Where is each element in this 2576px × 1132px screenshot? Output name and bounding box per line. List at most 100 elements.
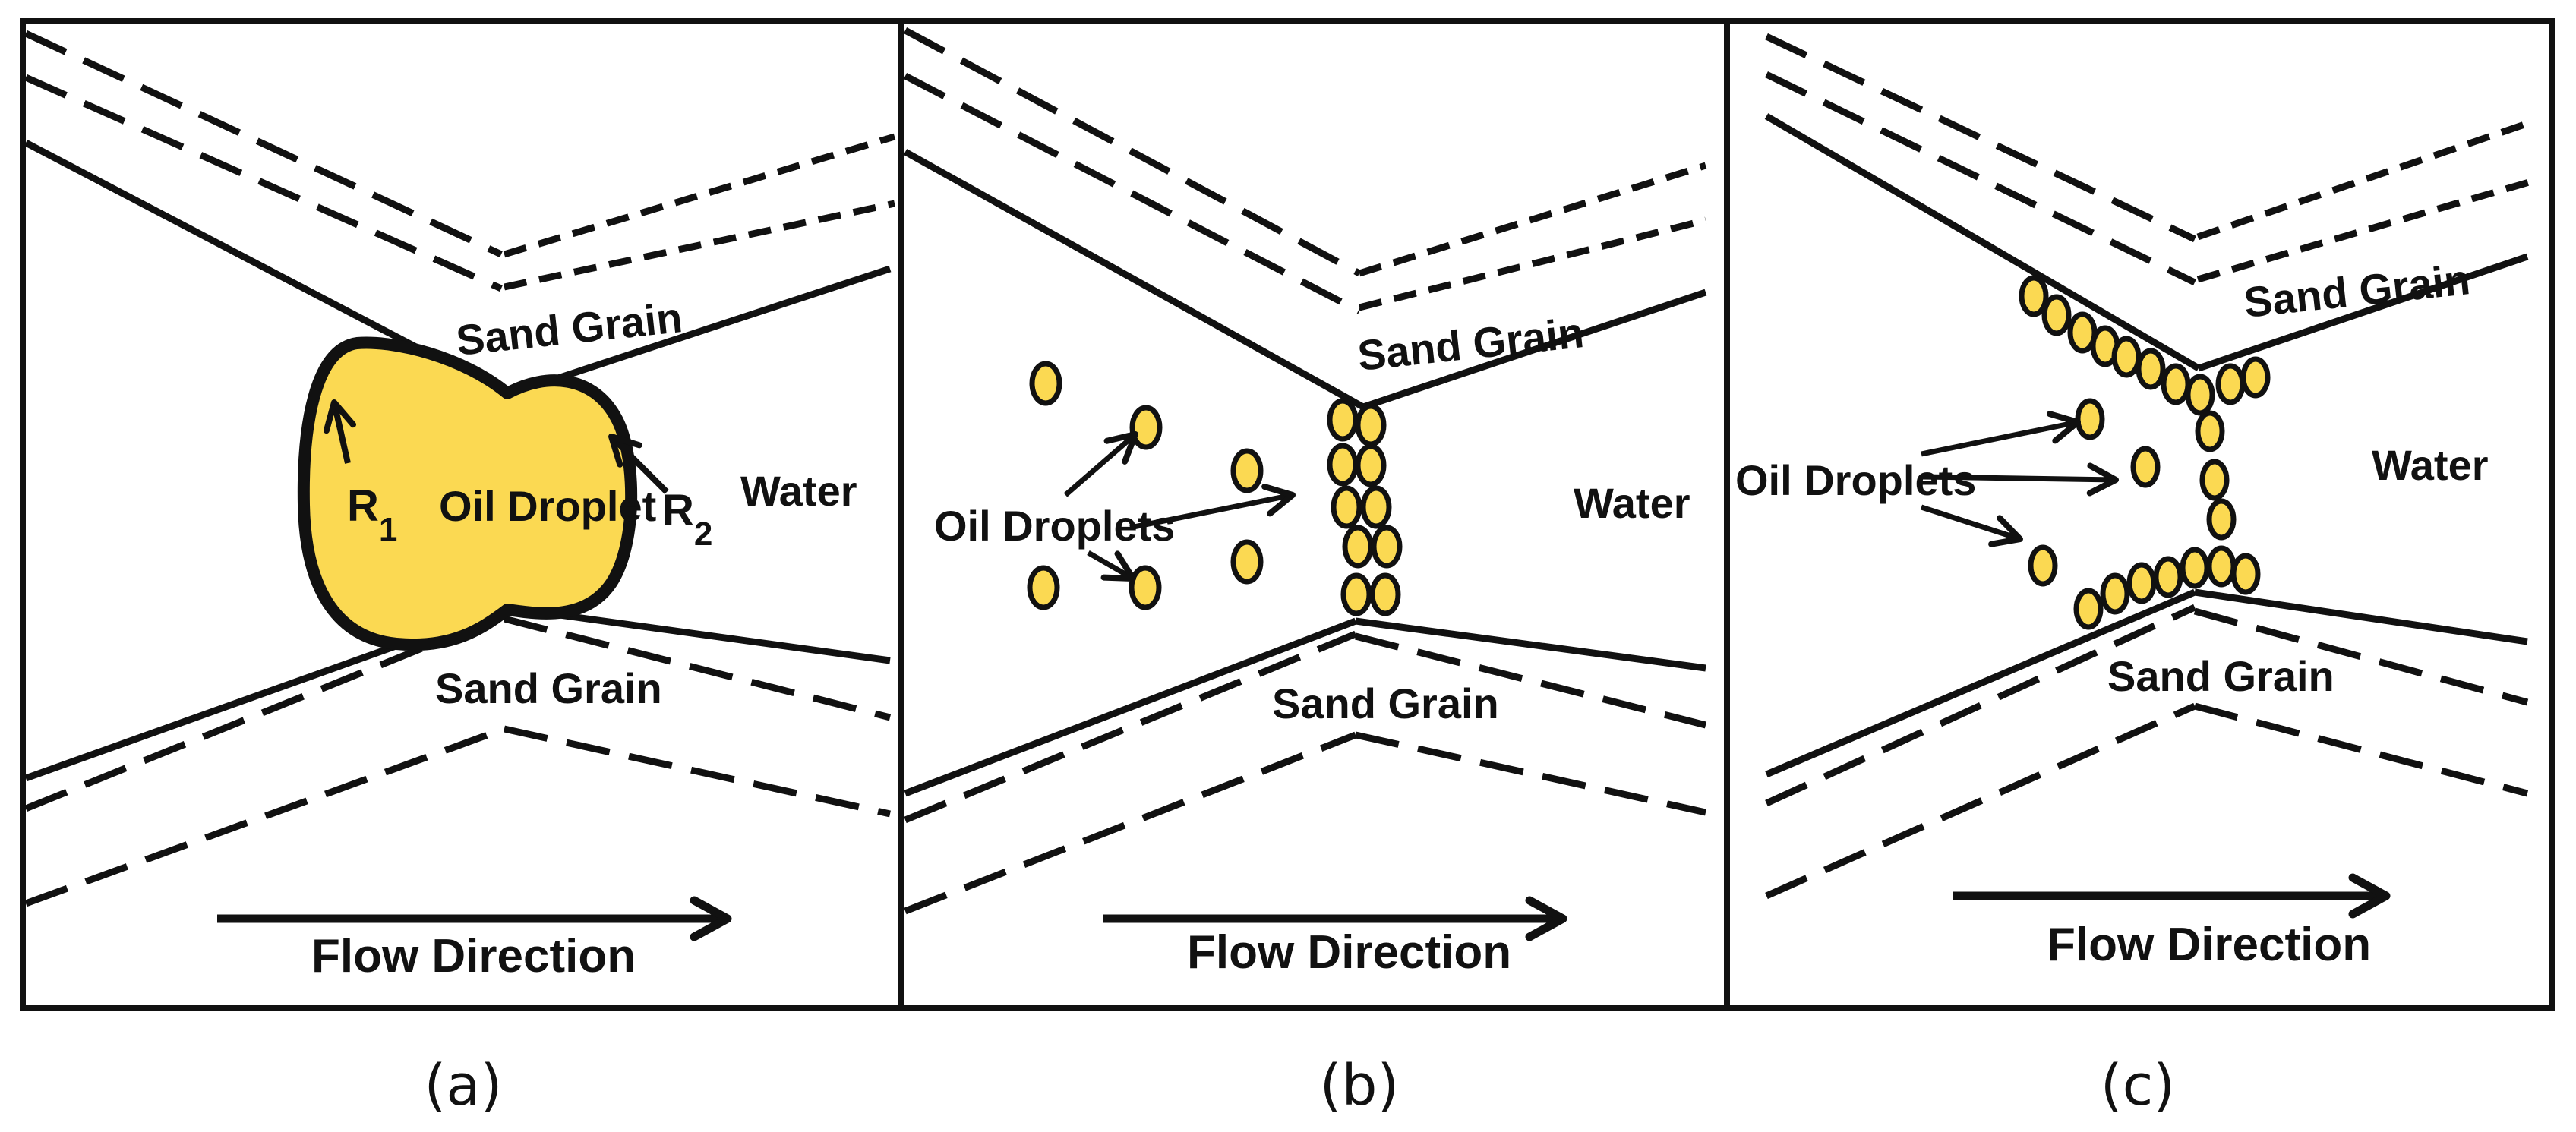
oil-droplet — [2028, 544, 2058, 587]
oil-droplet — [2111, 336, 2142, 378]
oil-droplet — [1230, 448, 1264, 493]
dashed-line — [1765, 71, 2196, 286]
oil-droplet — [1340, 572, 1372, 616]
dashed-line — [24, 30, 503, 258]
grain-wall-lower — [1765, 588, 2196, 778]
oil-droplet — [2153, 556, 2183, 598]
dashed-line — [24, 611, 506, 812]
oil-droplet — [1129, 405, 1163, 450]
oil-droplets-label: Oil Droplets — [1735, 456, 1976, 504]
dashed-line — [503, 615, 892, 721]
oil-droplet — [1371, 525, 1403, 569]
grain-wall-lower — [2194, 588, 2528, 645]
grain-wall-upper — [1764, 113, 2201, 371]
oil-droplet — [2136, 348, 2166, 390]
oil-droplet — [2215, 363, 2246, 405]
panel-b: Sand Grain Sand Grain Water Oil Droplets… — [898, 18, 1730, 1011]
dashed-line — [904, 630, 1357, 824]
oil-droplet — [2206, 545, 2237, 588]
caption-b: (b) — [1320, 1053, 1400, 1118]
oil-droplet — [2185, 374, 2215, 416]
oil-droplet — [1355, 443, 1387, 487]
grain-wall-lower — [904, 617, 1357, 797]
oil-droplet — [1327, 443, 1359, 487]
r2-arrow — [608, 434, 669, 494]
flow-direction-label: Flow Direction — [311, 930, 636, 982]
caption-c: (c) — [2101, 1053, 2175, 1118]
dashed-line — [504, 725, 891, 818]
dashed-line — [904, 731, 1357, 915]
dashed-line — [2196, 178, 2530, 283]
oil-droplet — [2075, 398, 2105, 440]
sand-grain-top-label: Sand Grain — [454, 293, 685, 364]
oil-droplet — [1327, 398, 1359, 442]
caption-a: (a) — [424, 1053, 502, 1118]
grain-wall-upper — [1362, 289, 1707, 411]
oil-droplet — [2161, 363, 2191, 405]
dashed-line — [24, 74, 503, 292]
water-label: Water — [2372, 441, 2489, 489]
oil-droplet — [2130, 446, 2161, 488]
pointer-arrow — [1087, 550, 1136, 582]
oil-droplet — [2126, 562, 2157, 604]
oil-droplet — [1369, 572, 1401, 616]
dashed-line — [1358, 162, 1707, 277]
dashed-line — [2193, 702, 2529, 797]
oil-droplet — [2041, 294, 2072, 336]
dashed-line — [1358, 216, 1707, 311]
oil-droplet — [1027, 565, 1060, 610]
panel-c-frame — [1724, 18, 2555, 1011]
oil-droplet — [1331, 485, 1362, 529]
dashed-line — [2196, 119, 2530, 241]
oil-droplet — [2100, 572, 2130, 615]
pointer-arrow — [1063, 431, 1138, 497]
grain-wall-upper — [903, 149, 1365, 410]
oil-droplet — [2206, 498, 2237, 541]
pointer-arrow — [1920, 504, 2023, 547]
r1-label: R1 — [347, 481, 397, 548]
oil-droplet — [2180, 547, 2210, 589]
pointer-arrow — [1129, 484, 1296, 531]
grain-wall-lower — [1355, 617, 1706, 672]
grain-wall-upper — [506, 265, 892, 399]
panel-a: Sand Grain Sand Grain Water Oil Droplet … — [20, 18, 904, 1011]
r2-label: R2 — [662, 486, 712, 553]
grain-wall-upper — [2197, 253, 2529, 372]
oil-droplet — [1360, 485, 1392, 529]
dashed-line — [1765, 702, 2196, 900]
sand-grain-bottom-label: Sand Grain — [435, 664, 662, 712]
flow-direction-label: Flow Direction — [2047, 919, 2371, 971]
dashed-line — [2193, 607, 2529, 706]
dashed-line — [903, 73, 1362, 314]
water-label: Water — [740, 467, 857, 515]
panel-c: Sand Grain Sand Grain Water Oil Droplets… — [1724, 18, 2555, 1011]
sand-grain-bottom-label: Sand Grain — [1272, 680, 1499, 727]
oil-droplet — [2019, 275, 2049, 317]
pointer-arrow — [1921, 462, 2119, 497]
oil-droplet — [2230, 553, 2261, 595]
oil-droplet — [2199, 459, 2230, 501]
oil-droplet-label: Oil Droplet — [439, 482, 656, 530]
r1-arrow — [323, 399, 357, 464]
dashed-line — [504, 200, 895, 291]
dashed-line — [24, 725, 506, 907]
dashed-line — [903, 27, 1362, 276]
oil-droplet — [1029, 361, 1062, 406]
dashed-line — [503, 133, 896, 258]
sand-grain-bottom-label: Sand Grain — [2107, 652, 2334, 700]
dashed-line — [1355, 731, 1706, 816]
dashed-line — [1765, 33, 2196, 243]
oil-droplet — [2195, 410, 2225, 452]
oil-droplets-label: Oil Droplets — [934, 502, 1175, 550]
oil-droplet — [2073, 588, 2104, 630]
oil-droplet — [1355, 403, 1387, 447]
oil-droplet — [1230, 539, 1264, 585]
oil-droplet — [2240, 356, 2271, 399]
pointer-arrow — [1921, 411, 2081, 457]
dashed-line — [1765, 604, 2196, 807]
water-label: Water — [1574, 479, 1690, 527]
flow-direction-label: Flow Direction — [1187, 926, 1511, 979]
oil-droplet — [1342, 525, 1374, 569]
oil-droplet — [1129, 565, 1162, 610]
